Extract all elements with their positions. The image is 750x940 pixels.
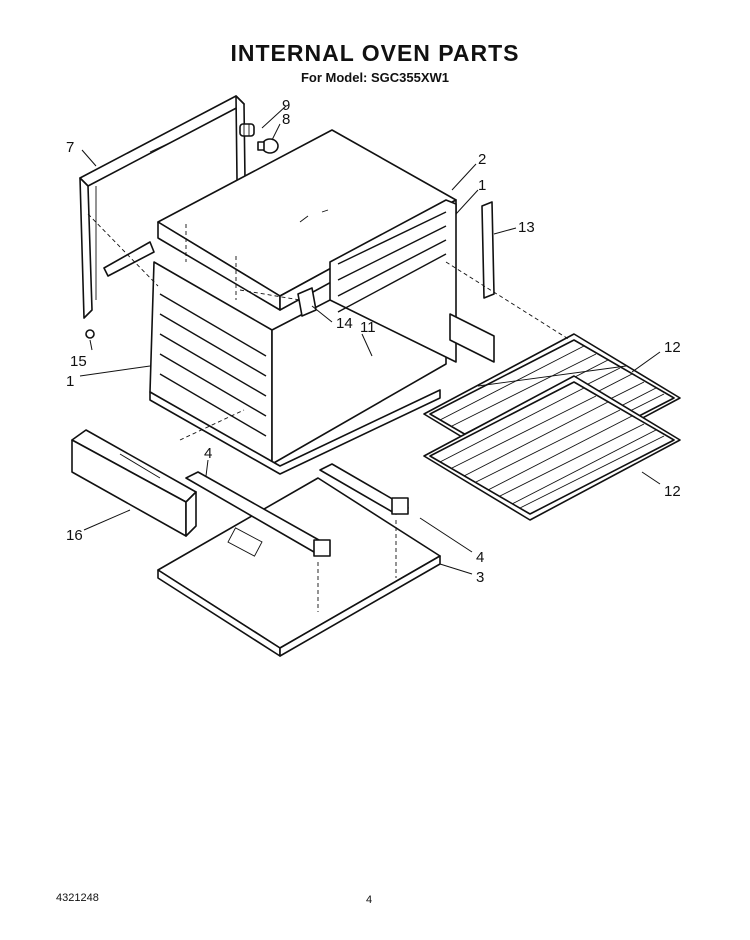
alignment-lines	[87, 213, 571, 612]
callout-12-upper: 12	[664, 339, 681, 356]
callout-1-lower: 1	[66, 373, 74, 390]
front-baffle	[71, 429, 197, 537]
oven-bottom-panel	[157, 477, 441, 657]
callout-labels: 7 9 8 2 1 13 14 11 15 1 12 12 16 4 4 3	[66, 97, 681, 586]
page-number: 4	[366, 894, 373, 906]
callout-leaders	[79, 105, 661, 575]
callout-1-upper: 1	[478, 177, 486, 194]
oven-liner-bottom	[149, 389, 441, 475]
light-socket	[239, 123, 255, 137]
callout-2: 2	[478, 151, 486, 168]
bottom-runner-right	[319, 463, 409, 515]
callout-13: 13	[518, 219, 535, 236]
callout-16: 16	[66, 527, 83, 544]
light-bulb	[257, 138, 279, 154]
side-trim-strip	[481, 201, 495, 299]
callout-7: 7	[66, 139, 74, 156]
callout-4-left: 4	[204, 445, 212, 462]
callout-11: 11	[360, 319, 376, 336]
document-number: 4321248	[56, 892, 99, 904]
oven-liner-right-side	[329, 199, 495, 363]
callout-12-lower: 12	[664, 483, 681, 500]
page-title: INTERNAL OVEN PARTS	[230, 40, 520, 66]
model-subtitle: For Model: SGC355XW1	[300, 70, 450, 85]
callout-8: 8	[282, 111, 290, 128]
liner-bracket	[297, 287, 317, 317]
oven-rack-lower	[423, 375, 681, 521]
callout-4-right: 4	[476, 549, 484, 566]
bottom-runner-left	[185, 471, 331, 557]
callout-3: 3	[476, 569, 484, 586]
callout-14: 14	[336, 315, 353, 332]
callout-9: 9	[282, 97, 290, 114]
mounting-screw	[85, 329, 95, 339]
callout-15: 15	[70, 353, 87, 370]
